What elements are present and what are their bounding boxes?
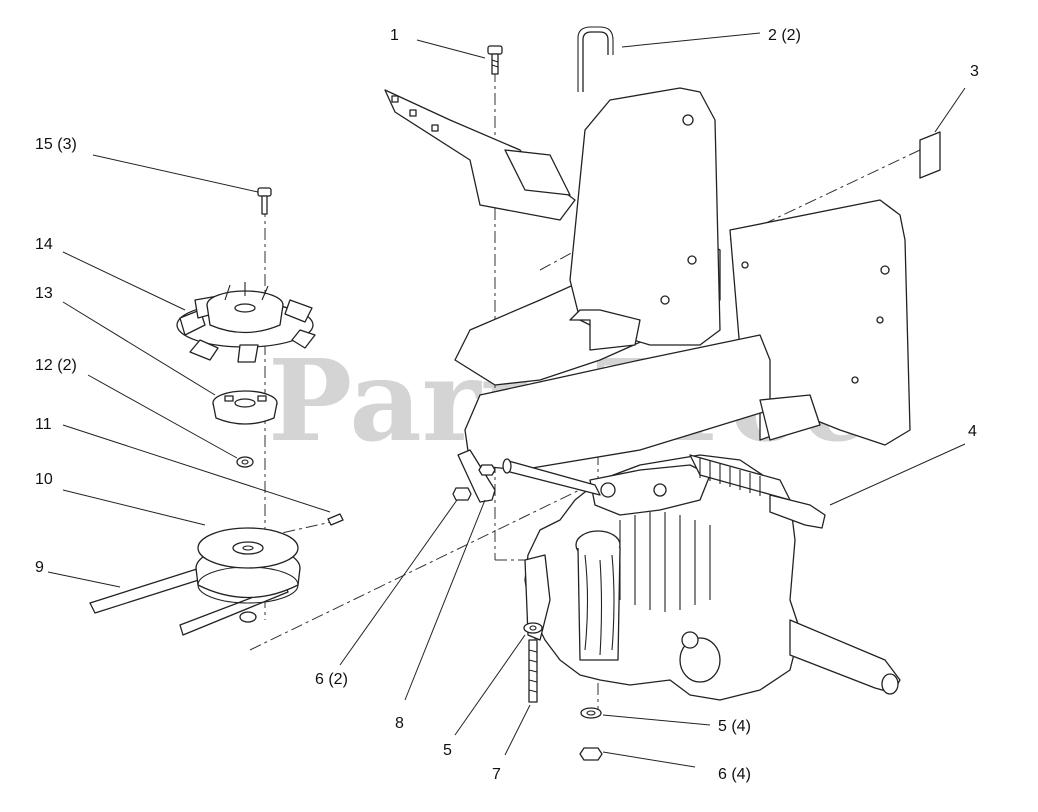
callout-4: 4 — [968, 423, 977, 440]
callout-14: 14 — [35, 236, 53, 253]
callout-13: 13 — [35, 285, 53, 302]
callout-1: 1 — [390, 27, 399, 44]
callout-12: 12 (2) — [35, 357, 77, 374]
fan-assembly — [176, 187, 316, 468]
callout-10: 10 — [35, 471, 53, 488]
frame-chassis — [454, 87, 911, 471]
callout-labels: 1 2 (2) 3 4 15 (3) 14 13 12 (2) 11 10 9 … — [35, 27, 979, 783]
callout-9: 9 — [35, 559, 44, 576]
callout-15: 15 (3) — [35, 136, 77, 153]
part-1-bolt — [487, 45, 503, 75]
part-14-fan — [176, 282, 316, 363]
callout-5-quad: 5 (4) — [718, 718, 751, 735]
callout-6-quad: 6 (4) — [718, 766, 751, 783]
left-small-hardware — [452, 449, 496, 503]
bottom-hardware — [523, 622, 603, 761]
part-transaxle — [502, 454, 901, 701]
callout-7: 7 — [492, 766, 501, 783]
callout-6-pair: 6 (2) — [315, 671, 348, 688]
callout-11: 11 — [35, 416, 52, 433]
part-13-hub — [212, 390, 278, 425]
part-3-decal — [919, 131, 941, 179]
callout-8: 8 — [395, 715, 404, 732]
callout-3: 3 — [970, 63, 979, 80]
bracket-upper — [384, 89, 576, 221]
leader-lines — [47, 32, 966, 768]
part-2-rod — [577, 26, 614, 92]
pulley-assembly — [89, 513, 344, 636]
callout-2: 2 (2) — [768, 27, 801, 44]
callout-5-single: 5 — [443, 742, 452, 759]
